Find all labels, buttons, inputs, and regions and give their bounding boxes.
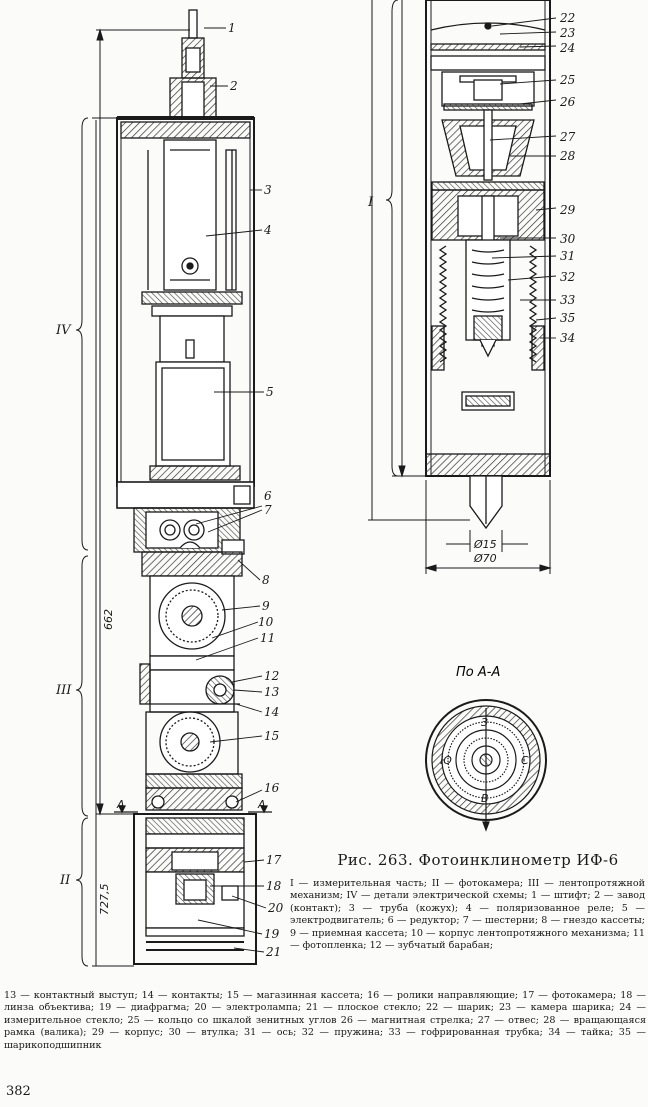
part-number-26: 26 [559,95,576,109]
scale-letter-north: З [481,716,488,729]
part-number-28: 28 [559,149,576,163]
part-number-8: 8 [262,573,270,587]
part-number-13: 13 [264,685,280,699]
part-number-2: 2 [229,79,238,93]
part-number-15: 15 [264,729,279,743]
part-number-29: 29 [559,203,576,217]
legend-full-block: 13 — контактный выступ; 14 — контакты; 1… [4,990,646,1051]
part-number-35: 35 [560,311,575,325]
part-number-11: 11 [260,631,275,645]
part-number-16: 16 [264,781,280,795]
roman-label-iii: III [55,683,72,698]
right-leader-lines [489,17,557,339]
roman-label-i: I [367,195,374,210]
left-dimensions [75,28,190,967]
part-number-10: 10 [258,615,274,629]
part-number-32: 32 [560,270,575,284]
part-number-3: 3 [264,183,272,197]
figure-caption: Рис. 263. Фотоинклинометр ИФ-6 [337,851,619,869]
part-number-23: 23 [559,26,576,40]
legend-right-block: I — измерительная часть; II — фотокамера… [290,878,645,952]
part-number-20: 20 [267,901,284,915]
dimension-diameter-small: Ø15 [473,538,497,551]
part-number-1: 1 [228,21,236,35]
dimension-lower: 727,5 [98,884,111,916]
part-number-24: 24 [559,41,575,55]
part-number-30: 30 [560,232,576,246]
roman-label-iv: IV [55,323,72,338]
part-number-17: 17 [266,853,282,867]
right-assembly [425,0,551,530]
part-number-34: 34 [560,331,575,345]
part-number-12: 12 [264,669,279,683]
part-number-14: 14 [264,705,279,719]
part-number-22: 22 [559,11,575,25]
part-number-21: 21 [265,945,281,959]
scale-letter-south: В [481,792,489,805]
left-assembly [114,9,272,965]
section-mark-left: А [116,798,125,811]
compass-scale-letters: З С Ю В [440,716,529,805]
part-number-31: 31 [560,249,575,263]
left-leader-lines [195,27,267,953]
left-part-numbers: 1 2 3 4 5 6 7 8 9 10 11 12 13 14 15 16 1… [228,21,284,959]
dimension-total: 662 [102,609,115,630]
section-mark-right: А [257,798,266,811]
part-number-19: 19 [264,927,280,941]
part-number-5: 5 [266,385,274,399]
scale-letter-east: С [521,754,529,767]
section-view [425,699,547,832]
part-number-4: 4 [263,223,272,237]
roman-label-ii: II [59,873,71,888]
part-number-18: 18 [266,879,282,893]
page-number: 382 [6,1084,31,1099]
dimension-diameter-large: Ø70 [473,552,497,565]
part-number-25: 25 [559,73,575,87]
part-number-7: 7 [264,503,272,517]
right-part-numbers: 22 23 24 25 26 27 28 29 30 31 32 33 35 3… [559,11,576,345]
part-number-9: 9 [262,599,270,613]
right-dimensions [368,0,552,574]
section-label: По А-А [456,665,500,680]
part-number-6: 6 [264,489,272,503]
scale-letter-west: Ю [440,754,452,767]
part-number-33: 33 [560,293,576,307]
part-number-27: 27 [559,130,576,144]
